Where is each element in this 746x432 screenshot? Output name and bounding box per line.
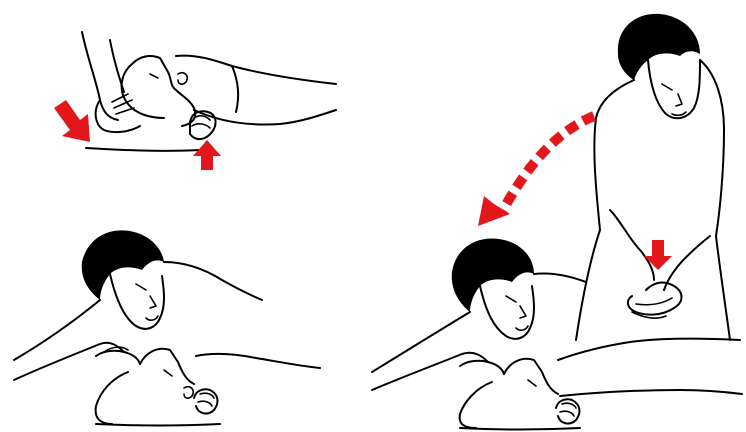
compressor-arm-left	[610, 210, 654, 280]
compressor-torso-line	[576, 230, 600, 340]
victim-back	[232, 66, 238, 112]
breather-hand-nose	[460, 361, 504, 374]
breather-arm-lower	[372, 312, 470, 372]
rescuer-mouth	[146, 316, 158, 320]
victim-eye-2	[164, 370, 172, 376]
panel-head-tilt-chin-lift	[54, 32, 336, 170]
breather-nose	[520, 306, 526, 318]
victim-ear	[178, 73, 187, 84]
up-arrow-icon	[193, 140, 221, 170]
victim-body-3	[560, 390, 742, 396]
rescuer-arm-forearm	[14, 343, 124, 380]
victim-ear-2	[184, 387, 193, 398]
down-arrow-icon	[54, 100, 90, 142]
victim-shoulder	[176, 56, 336, 84]
panel-mouth-to-mouth	[14, 230, 320, 425]
compressor-face	[648, 60, 700, 118]
rescuer-back	[164, 262, 262, 300]
rescuer-chin-fingers	[192, 116, 210, 128]
breather-mouth	[516, 326, 528, 330]
ground-line-3	[460, 428, 580, 430]
rescuer-hair	[82, 230, 164, 300]
compressor-shoulder-left	[594, 80, 634, 230]
rescuer-arm-lower	[14, 300, 100, 360]
victim-eye-3	[528, 380, 536, 386]
victim-face-3	[504, 359, 558, 394]
victim-neck-fingers-2	[198, 393, 214, 406]
curved-dashed-arrow-icon	[502, 116, 594, 212]
compressor-shoulder-right	[700, 60, 724, 236]
breather-face	[480, 286, 534, 339]
victim-shoulder-2	[196, 354, 320, 368]
compressor-nose	[676, 94, 682, 106]
compressor-hair	[618, 14, 700, 80]
victim-face-2	[140, 349, 194, 384]
rescuer-eye	[136, 284, 146, 290]
victim-eye	[150, 74, 158, 78]
rescuer-nose	[150, 296, 156, 308]
compression-arrow-icon	[644, 240, 672, 270]
compressor-arm-right	[664, 236, 710, 290]
breather-hair	[452, 238, 534, 312]
ground-line-2	[96, 424, 220, 426]
rescuer-face	[110, 274, 164, 329]
compressor-mouth	[672, 112, 686, 115]
compressor-hip-line	[716, 236, 730, 340]
victim-head-back-2	[96, 372, 128, 424]
victim-head-back-3	[460, 382, 492, 428]
rescuer-hand-nose	[96, 351, 140, 364]
breather-back	[534, 273, 586, 282]
ground-line-1	[86, 148, 200, 151]
rescuer-arm	[82, 32, 118, 120]
panel-breaths-and-compressions	[372, 14, 742, 430]
compressor-hands	[628, 283, 682, 315]
victim-face-profile	[132, 56, 195, 126]
compressor-eye	[662, 84, 672, 90]
breather-arm-forearm	[372, 353, 488, 390]
victim-neck-fingers-3	[560, 403, 576, 416]
breather-eye	[506, 296, 516, 302]
victim-chest-3	[558, 339, 740, 360]
